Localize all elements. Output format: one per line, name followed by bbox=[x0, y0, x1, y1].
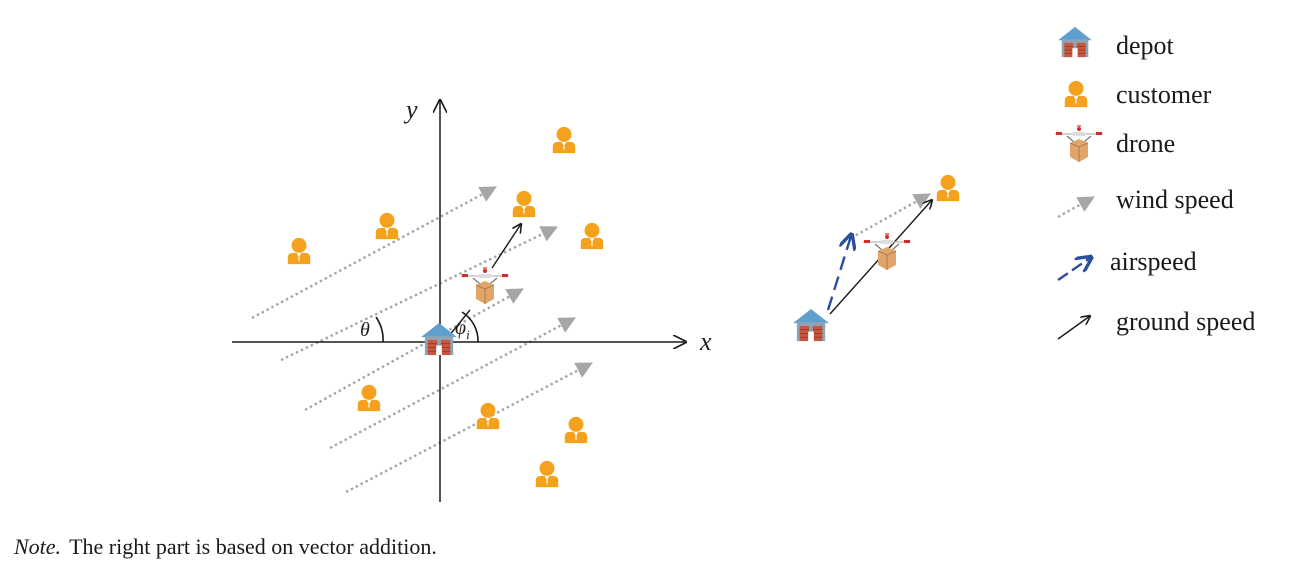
wind-field bbox=[251, 186, 593, 494]
y-axis-label: y bbox=[403, 95, 418, 124]
wind-arrow bbox=[304, 288, 524, 412]
wind-arrow bbox=[251, 186, 497, 320]
wind-arrow bbox=[329, 317, 576, 450]
depot-icon bbox=[420, 322, 458, 356]
note-text: The right part is based on vector additi… bbox=[69, 534, 437, 559]
legend-label-customer: customer bbox=[1116, 80, 1212, 109]
legend-label-depot: depot bbox=[1116, 31, 1175, 60]
drone-icon bbox=[1054, 125, 1104, 163]
legend-label-ground-speed: ground speed bbox=[1116, 307, 1255, 336]
note-prefix: Note. bbox=[14, 534, 62, 559]
depot-icon bbox=[1057, 26, 1093, 58]
depot-icon bbox=[792, 308, 830, 342]
figure-note: Note. The right part is based on vector a… bbox=[14, 534, 437, 560]
customer-icon bbox=[287, 237, 311, 265]
customer-icon bbox=[1064, 80, 1088, 108]
phi-arc bbox=[461, 311, 479, 343]
wind-arrow bbox=[345, 362, 593, 494]
theta-label: θ bbox=[360, 319, 370, 341]
wind-speed-arrow-icon bbox=[1057, 196, 1095, 219]
vector-wind-speed bbox=[850, 193, 931, 240]
legend: depot customer drone wind speed airspeed… bbox=[1054, 26, 1255, 340]
customer-icon bbox=[512, 190, 536, 218]
x-axis-label: x bbox=[699, 327, 712, 356]
airspeed-arrow-icon bbox=[1057, 258, 1090, 281]
legend-label-drone: drone bbox=[1116, 129, 1175, 158]
customer-icon bbox=[357, 384, 381, 412]
customer-icon bbox=[375, 212, 399, 240]
ground-speed-arrow bbox=[491, 224, 521, 269]
customer-icon bbox=[476, 402, 500, 430]
phi-label: φi bbox=[455, 317, 470, 342]
customer-icon bbox=[580, 222, 604, 250]
customer-icon bbox=[936, 174, 960, 202]
drone-icon bbox=[460, 267, 510, 305]
wind-arrow bbox=[280, 226, 559, 362]
vector-airspeed bbox=[826, 236, 851, 311]
legend-label-wind-speed: wind speed bbox=[1116, 185, 1234, 214]
legend-label-airspeed: airspeed bbox=[1110, 247, 1197, 276]
ground-speed-arrow-icon bbox=[1057, 316, 1090, 340]
customer-icon bbox=[552, 126, 576, 154]
customer-icon bbox=[564, 416, 588, 444]
drone-icon bbox=[862, 233, 912, 271]
customer-markers bbox=[287, 126, 604, 488]
theta-arc bbox=[375, 316, 384, 343]
customer-icon bbox=[535, 460, 559, 488]
